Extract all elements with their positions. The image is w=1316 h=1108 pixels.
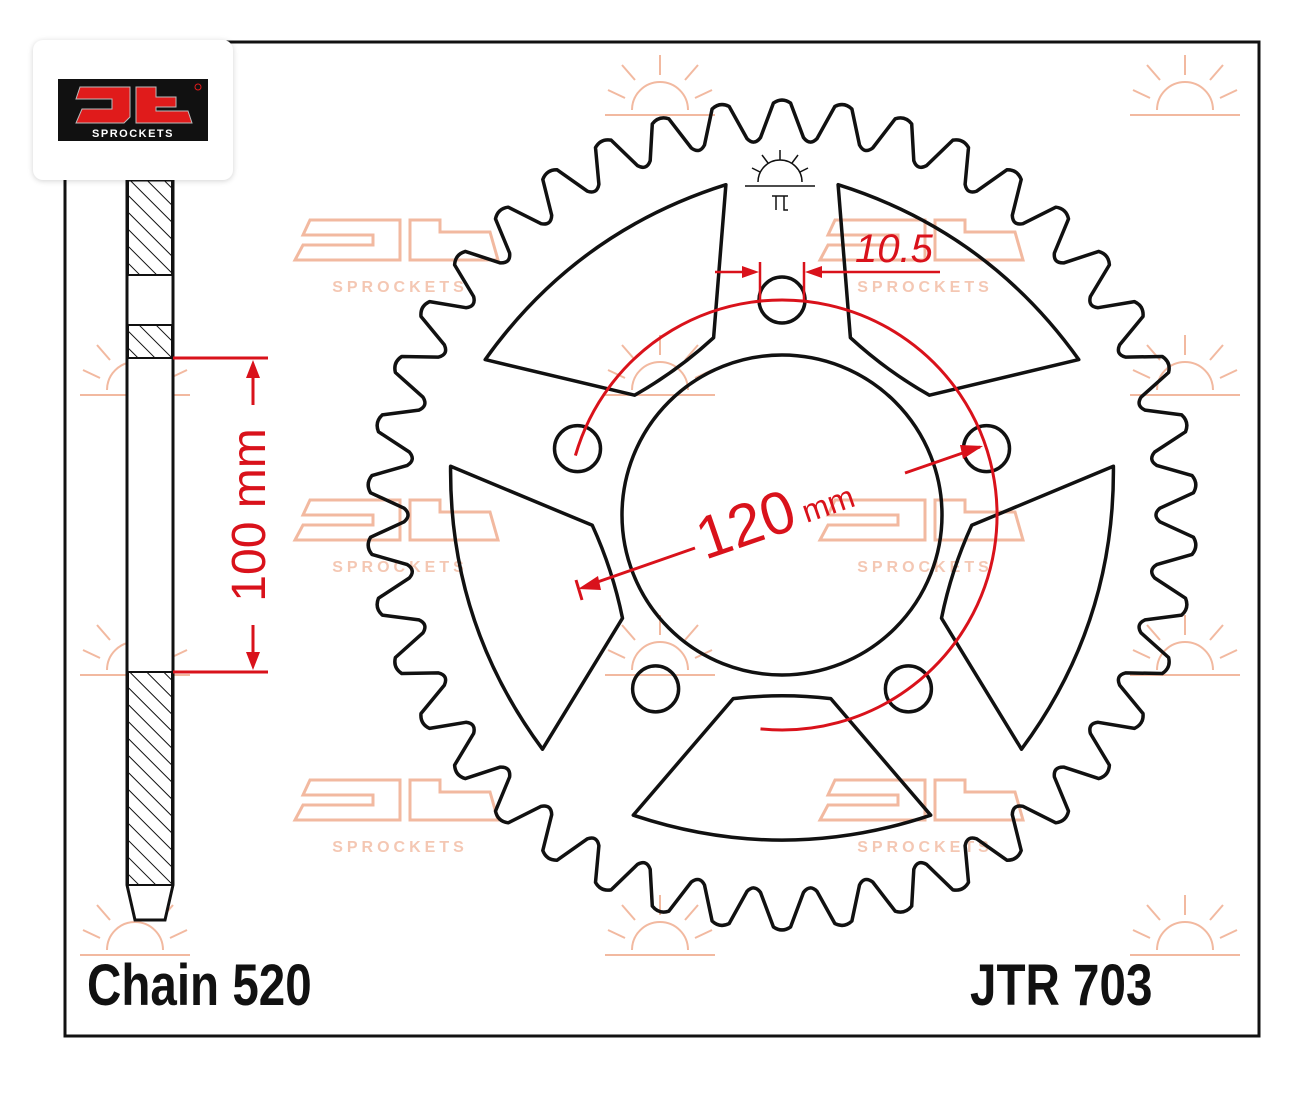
drawing-frame (63, 40, 1261, 1038)
svg-text:SPROCKETS: SPROCKETS (857, 839, 993, 856)
sun-stamp-icon (745, 150, 815, 211)
watermark-sun-icon (605, 895, 715, 956)
watermark-logo: SPROCKETS (292, 218, 500, 296)
svg-text:SPROCKETS: SPROCKETS (857, 559, 993, 576)
watermark-sun-icon (80, 895, 190, 956)
hole-diameter-label: 10.5 (855, 227, 934, 271)
sprocket-teeth (366, 98, 1198, 932)
svg-text:SPROCKETS: SPROCKETS (857, 279, 993, 296)
watermark-logo: SPROCKETS (817, 778, 1025, 856)
lightening-window (483, 182, 728, 397)
watermark-sun-icon (605, 55, 715, 116)
pcd-label: 120 mm (687, 476, 859, 572)
logo-icon: SPROCKETS (58, 79, 208, 141)
watermark-logo: SPROCKETS (292, 498, 500, 576)
watermark-sun-icon (605, 615, 715, 676)
pcd-unit: mm (797, 478, 859, 529)
svg-text:SPROCKETS: SPROCKETS (332, 279, 468, 296)
hole-dimension (715, 262, 940, 300)
watermark-sun-icon (605, 335, 715, 396)
lightening-window (448, 464, 625, 751)
watermark-sun-icon (1130, 615, 1240, 676)
svg-text:SPROCKETS: SPROCKETS (332, 559, 468, 576)
svg-text:SPROCKETS: SPROCKETS (332, 839, 468, 856)
watermark-sun-icon (1130, 55, 1240, 116)
lightening-window (836, 182, 1081, 397)
chain-side-view (125, 178, 175, 922)
pcd-dimension (573, 298, 999, 732)
watermark-sun-icon (1130, 335, 1240, 396)
watermark-sun-icon (1130, 895, 1240, 956)
center-bore (620, 353, 944, 677)
bolt-hole (883, 664, 934, 714)
lightening-window (631, 694, 933, 842)
logo-text: SPROCKETS (92, 128, 174, 140)
bolt-hole (630, 664, 681, 714)
lightening-window (939, 464, 1116, 751)
chain-size-label: Chain 520 (87, 953, 312, 1018)
jt-sprockets-logo: SPROCKETS (33, 40, 233, 180)
offset-label: 100 mm (223, 428, 276, 601)
pcd-value: 120 (687, 476, 803, 572)
offset-dimension (173, 356, 268, 674)
watermark-logo: SPROCKETS (817, 218, 1025, 296)
watermark-logo: SPROCKETS (292, 778, 500, 856)
bolt-hole (552, 423, 603, 474)
part-number-label: JTR 703 (970, 953, 1153, 1018)
sprocket (366, 98, 1198, 932)
